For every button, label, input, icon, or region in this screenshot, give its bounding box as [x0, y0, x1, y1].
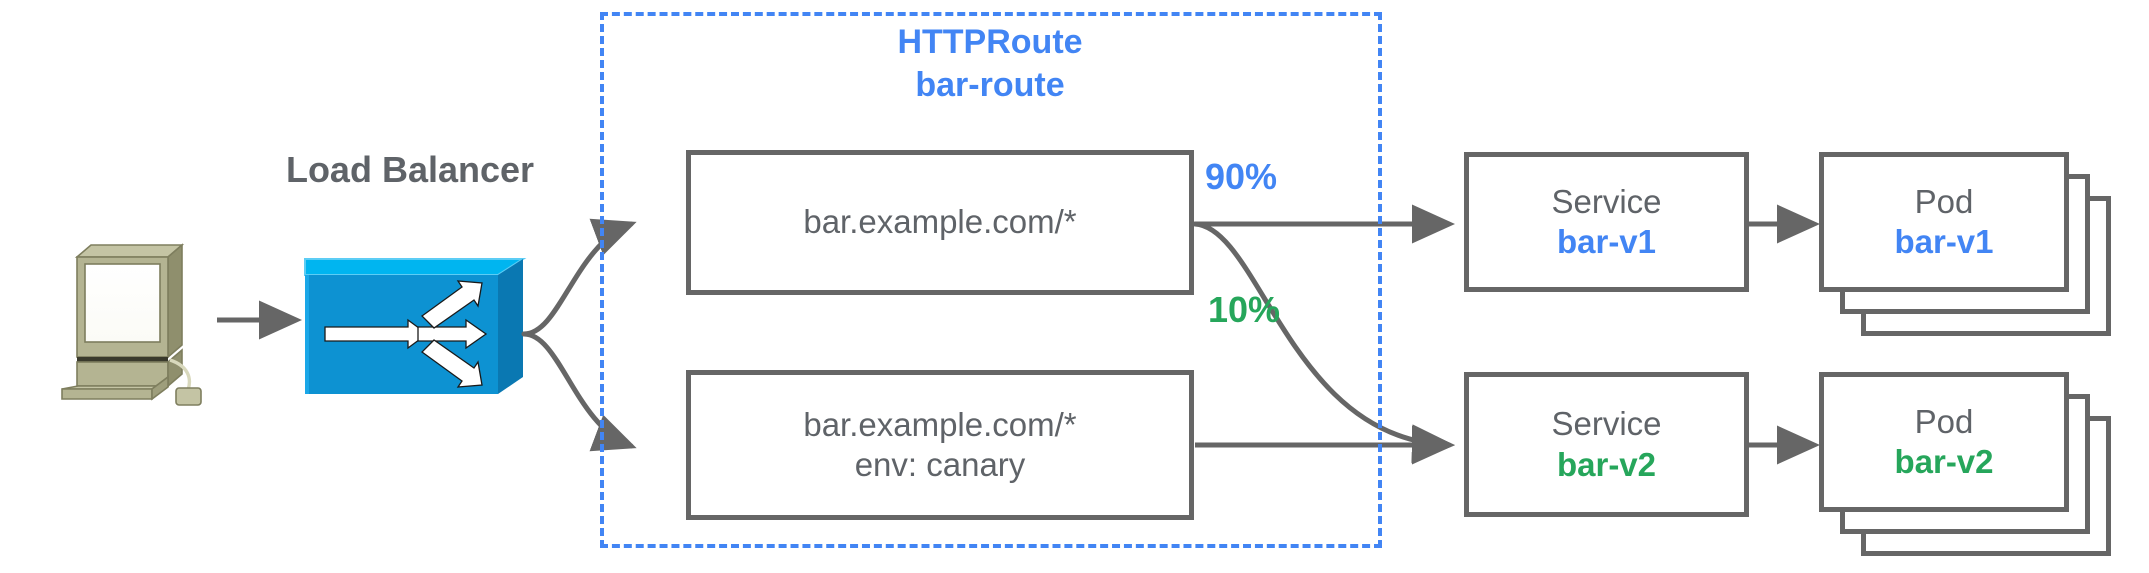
arrow-lb-to-rule-2	[521, 331, 637, 452]
load-balancer-switch-icon	[304, 258, 527, 394]
workstation-icon	[61, 243, 202, 406]
service-box-bar-v1[interactable]	[1464, 152, 1749, 292]
rule-box-2[interactable]	[686, 370, 1194, 520]
arrow-rule1-to-service-v2	[1192, 221, 1455, 464]
rule-box-1[interactable]	[686, 150, 1194, 295]
pod-box-bar-v1[interactable]	[1819, 152, 2069, 292]
pod-box-bar-v2[interactable]	[1819, 372, 2069, 512]
httproute-group-boundary	[600, 12, 1382, 548]
arrow-lb-to-rule-1	[521, 218, 637, 337]
service-box-bar-v2[interactable]	[1464, 372, 1749, 517]
